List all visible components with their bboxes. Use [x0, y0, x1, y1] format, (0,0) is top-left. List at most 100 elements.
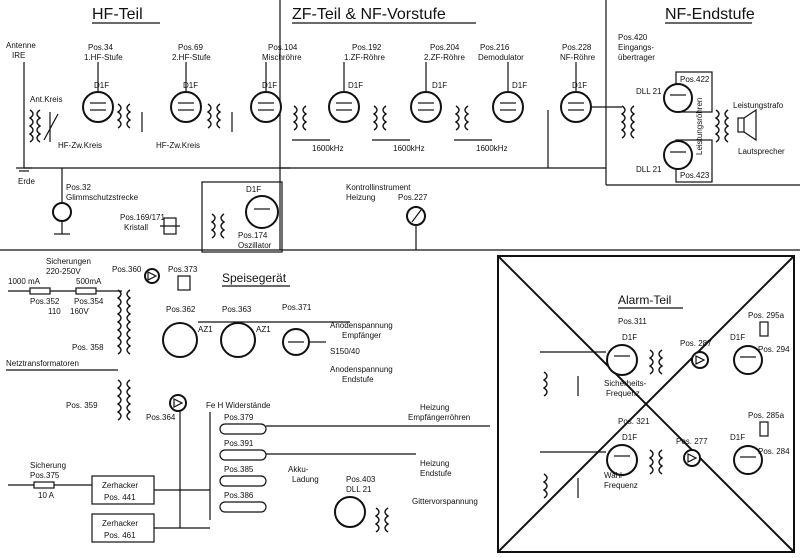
svg-text:Fe H Widerstände: Fe H Widerstände: [206, 401, 271, 410]
tube-mischroehre: Pos.104 Mischröhre D1F: [250, 43, 302, 123]
svg-text:1600kHz: 1600kHz: [476, 144, 508, 153]
zf-filter-1: 1600kHz: [292, 105, 344, 153]
svg-text:Pos. 358: Pos. 358: [72, 343, 104, 352]
alarm-tube-pos311: Pos.311 D1F Sicherheits- Frequenz: [542, 317, 664, 398]
netztransformatoren: Pos. 358 Netztransformatoren Pos. 359: [6, 289, 132, 421]
tube-2-zf-roehre: Pos.204 2.ZF-Röhre D1F: [410, 43, 465, 123]
svg-text:Pos.104: Pos.104: [268, 43, 298, 52]
svg-text:Ladung: Ladung: [292, 475, 319, 484]
svg-text:Heizung: Heizung: [420, 403, 449, 412]
svg-text:Pos.354: Pos.354: [74, 297, 104, 306]
tube-2-hf-stufe: Pos.69 2.HF-Stufe D1F: [170, 43, 211, 123]
tube-nf-roehre: Pos.228 NF-Röhre D1F: [560, 43, 596, 123]
svg-text:2.HF-Stufe: 2.HF-Stufe: [172, 53, 211, 62]
svg-text:DLL 21: DLL 21: [636, 165, 662, 174]
endstufe-tube-b: DLL 21 Pos.423: [636, 139, 713, 183]
svg-text:Pos.391: Pos.391: [224, 439, 254, 448]
svg-text:Pos.362: Pos.362: [166, 305, 196, 314]
svg-text:Antenne: Antenne: [6, 41, 36, 50]
svg-text:Leistungstrafo: Leistungstrafo: [733, 101, 784, 110]
svg-text:Glimmschutzstrecke: Glimmschutzstrecke: [66, 193, 139, 202]
tube-1-zf-roehre: Pos.192 1.ZF-Röhre D1F: [328, 43, 385, 123]
svg-text:Pos.373: Pos.373: [168, 265, 198, 274]
svg-text:Pos.375: Pos.375: [30, 471, 60, 480]
svg-text:Mischröhre: Mischröhre: [262, 53, 302, 62]
svg-text:Akku-: Akku-: [288, 465, 309, 474]
svg-text:DLL 21: DLL 21: [636, 87, 662, 96]
svg-text:Leistungsröhren: Leistungsröhren: [695, 98, 704, 155]
zf-filter-3: 1600kHz: [454, 105, 508, 153]
gittervorspannung-pos403: Pos.403 DLL 21 Gittervorspannung: [334, 475, 478, 533]
speaker-icon: Lautsprecher: [737, 108, 785, 156]
svg-text:Pos.34: Pos.34: [88, 43, 113, 52]
svg-text:Empfängerröhren: Empfängerröhren: [408, 413, 470, 422]
svg-text:Heizung: Heizung: [420, 459, 449, 468]
hf-zwischenkreis-1: HF-Zw.Kreis: [58, 103, 143, 150]
svg-text:Pos. 287: Pos. 287: [680, 339, 712, 348]
svg-text:Eingangs-: Eingangs-: [618, 43, 654, 52]
svg-text:Gittervorspannung: Gittervorspannung: [412, 497, 478, 506]
antenna-circuit: Antenne IRE Ant.Kreis Erde: [6, 41, 290, 186]
svg-text:Pos.422: Pos.422: [680, 75, 710, 84]
svg-text:Frequenz: Frequenz: [606, 389, 640, 398]
svg-text:Pos.174: Pos.174: [238, 231, 268, 240]
svg-text:NF-Röhre: NF-Röhre: [560, 53, 596, 62]
glimmschutzstrecke: Pos.32 Glimmschutzstrecke: [52, 168, 139, 235]
title-zf-teil: ZF-Teil & NF-Vorstufe: [292, 6, 446, 23]
svg-text:D1F: D1F: [572, 81, 587, 90]
eingangsuebertrager: Pos.420 Eingangs- übertrager: [592, 33, 655, 139]
alarm-tube-pos294: D1F Pos. 294 Pos. 295a: [730, 311, 790, 375]
svg-text:übertrager: übertrager: [618, 53, 655, 62]
svg-text:DLL 21: DLL 21: [346, 485, 372, 494]
kristall: Pos.169/171 Kristall: [120, 213, 180, 235]
sicherungen: Sicherungen 220-250V 1000 mA 500mA Pos.3…: [8, 257, 122, 316]
svg-text:Pos. 294: Pos. 294: [758, 345, 790, 354]
svg-text:Pos. 284: Pos. 284: [758, 447, 790, 456]
svg-text:D1F: D1F: [730, 433, 745, 442]
svg-text:Erde: Erde: [18, 177, 35, 186]
svg-text:Pos.32: Pos.32: [66, 183, 91, 192]
svg-text:D1F: D1F: [94, 81, 109, 90]
svg-text:Pos.423: Pos.423: [680, 171, 710, 180]
svg-text:AZ1: AZ1: [256, 325, 271, 334]
alarm-diode-pos287: Pos. 287: [680, 339, 712, 369]
alarm-diode-pos277: Pos. 277: [676, 437, 708, 467]
oszillator: D1F Pos.174 Oszillator: [201, 181, 283, 253]
svg-text:500mA: 500mA: [76, 277, 102, 286]
svg-text:Ant.Kreis: Ant.Kreis: [30, 95, 62, 104]
svg-text:Pos. 295a: Pos. 295a: [748, 311, 785, 320]
svg-text:Zerhacker: Zerhacker: [102, 481, 138, 490]
svg-text:D1F: D1F: [512, 81, 527, 90]
svg-text:Kristall: Kristall: [124, 223, 148, 232]
sicherung-pos375: Sicherung Pos.375 10 A: [8, 461, 92, 500]
gleichrichter-az1-a: Pos.362 AZ1: [162, 305, 213, 358]
title-nf-endstufe: NF-Endstufe: [665, 6, 755, 23]
gleichrichter-pos360: Pos.360 Pos.373: [112, 265, 198, 291]
svg-text:Pos.363: Pos.363: [222, 305, 252, 314]
svg-text:Pos. 359: Pos. 359: [66, 401, 98, 410]
svg-text:Pos. 441: Pos. 441: [104, 493, 136, 502]
svg-text:Pos.360: Pos.360: [112, 265, 142, 274]
section-dividers: [0, 0, 800, 251]
svg-text:IRE: IRE: [12, 51, 25, 60]
svg-text:AZ1: AZ1: [198, 325, 213, 334]
svg-text:1600kHz: 1600kHz: [312, 144, 344, 153]
alarm-tube-pos321: Pos. 321 D1F Wahl- Frequenz: [542, 417, 664, 499]
svg-text:2.ZF-Röhre: 2.ZF-Röhre: [424, 53, 465, 62]
svg-text:1.ZF-Röhre: 1.ZF-Röhre: [344, 53, 385, 62]
svg-text:Endstufe: Endstufe: [342, 375, 374, 384]
svg-text:Pos.379: Pos.379: [224, 413, 254, 422]
svg-text:Pos. 461: Pos. 461: [104, 531, 136, 540]
svg-text:Pos.311: Pos.311: [618, 317, 647, 326]
svg-text:Demodulator: Demodulator: [478, 53, 524, 62]
svg-text:Pos.385: Pos.385: [224, 465, 254, 474]
svg-text:Pos.204: Pos.204: [430, 43, 460, 52]
svg-text:Pos.192: Pos.192: [352, 43, 382, 52]
svg-text:Pos.216: Pos.216: [480, 43, 510, 52]
svg-text:Pos.169/171: Pos.169/171: [120, 213, 165, 222]
gleichrichter-az1-b: Pos.363 AZ1: [220, 305, 271, 358]
diode-pos364: Pos.364: [146, 394, 187, 422]
svg-text:220-250V: 220-250V: [46, 267, 81, 276]
svg-text:Sicherheits-: Sicherheits-: [604, 379, 647, 388]
leistungstrafo: Leistungsröhren Leistungstrafo: [695, 98, 784, 155]
